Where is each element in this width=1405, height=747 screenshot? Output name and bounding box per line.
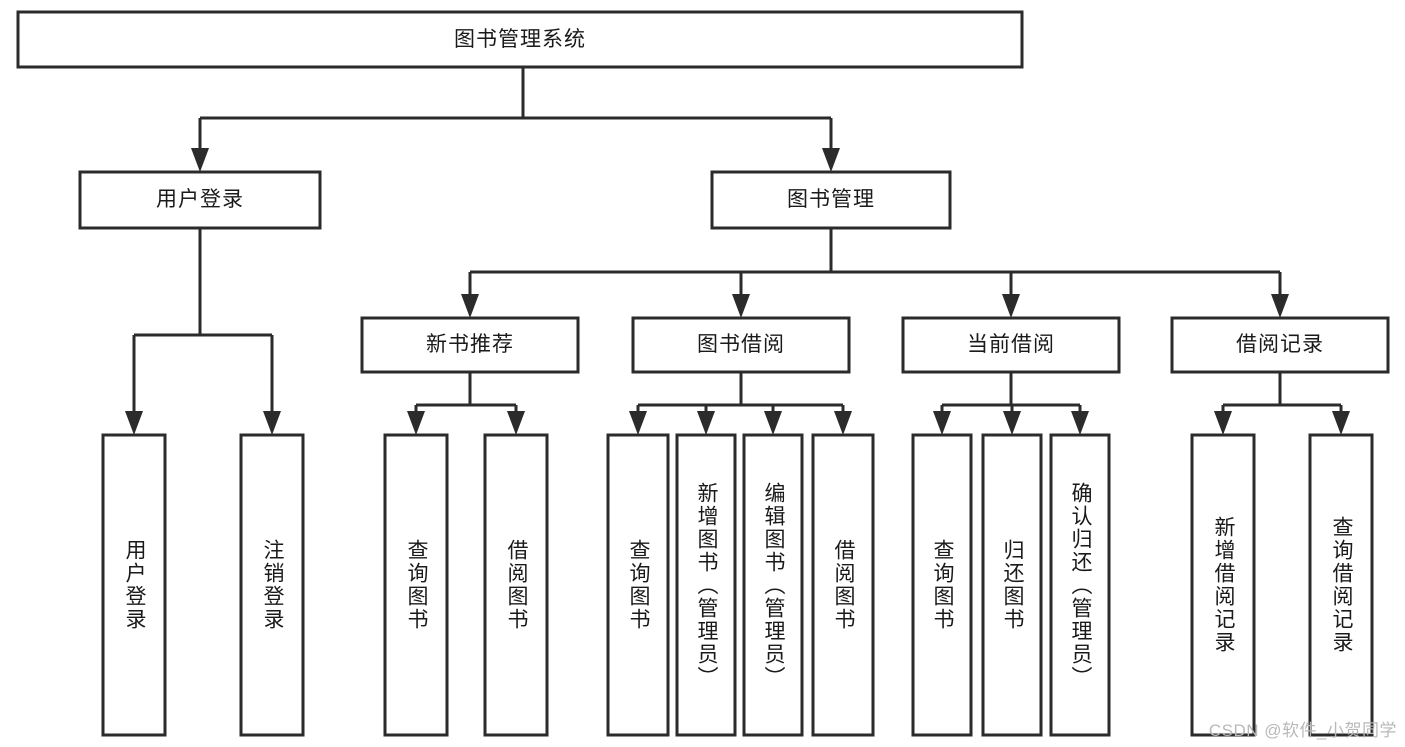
- node-box-leaf-query-borrow-record[interactable]: [1308, 433, 1374, 737]
- arrow-head-icon: [1071, 411, 1089, 435]
- node-leaf-confirm-return-admin[interactable]: [1051, 435, 1109, 735]
- node-leaf-edit-book-admin[interactable]: [744, 435, 802, 735]
- node-box-layer: [16, 10, 1390, 737]
- arrow-head-icon: [1214, 411, 1232, 435]
- node-leaf-user-login[interactable]: [103, 435, 165, 735]
- connector-layer: [125, 67, 1350, 435]
- node-box-leaf-query-book-recommend[interactable]: [383, 433, 449, 737]
- node-borrow-record[interactable]: [1172, 318, 1388, 372]
- node-box-user-login[interactable]: [78, 170, 322, 230]
- node-box-current-borrow[interactable]: [901, 316, 1121, 374]
- node-box-leaf-add-book-admin[interactable]: [675, 433, 737, 737]
- node-box-leaf-query-book-current[interactable]: [911, 433, 973, 737]
- node-leaf-query-book-current[interactable]: [913, 435, 971, 735]
- arrow-head-icon: [933, 411, 951, 435]
- arrow-head-icon: [822, 148, 840, 172]
- node-book-manage[interactable]: [712, 172, 950, 228]
- node-leaf-borrow-book-recommend[interactable]: [485, 435, 547, 735]
- node-leaf-borrow-book[interactable]: [813, 435, 873, 735]
- node-leaf-logout-login[interactable]: [241, 435, 303, 735]
- node-box-leaf-user-login[interactable]: [101, 433, 167, 737]
- node-box-new-book-recommend[interactable]: [360, 316, 580, 374]
- node-box-leaf-confirm-return-admin[interactable]: [1049, 433, 1111, 737]
- node-box-leaf-logout-login[interactable]: [239, 433, 305, 737]
- node-new-book-recommend[interactable]: [362, 318, 578, 372]
- node-box-book-borrow[interactable]: [631, 316, 851, 374]
- csdn-watermark: CSDN @软件_小贺同学: [1208, 721, 1397, 740]
- node-user-login[interactable]: [80, 172, 320, 228]
- arrow-head-icon: [834, 411, 852, 435]
- node-box-root[interactable]: [16, 10, 1024, 69]
- node-box-leaf-return-book[interactable]: [981, 433, 1043, 737]
- arrow-head-icon: [263, 411, 281, 435]
- node-leaf-query-borrow-record[interactable]: [1310, 435, 1372, 735]
- node-box-book-manage[interactable]: [710, 170, 952, 230]
- node-box-leaf-add-borrow-record[interactable]: [1190, 433, 1256, 737]
- node-leaf-add-borrow-record[interactable]: [1192, 435, 1254, 735]
- arrow-head-icon: [407, 411, 425, 435]
- arrow-head-icon: [1332, 411, 1350, 435]
- arrow-head-icon: [697, 411, 715, 435]
- node-current-borrow[interactable]: [903, 318, 1119, 372]
- node-leaf-query-book-borrow[interactable]: [608, 435, 668, 735]
- node-book-borrow[interactable]: [633, 318, 849, 372]
- arrow-head-icon: [461, 294, 479, 318]
- node-leaf-add-book-admin[interactable]: [677, 435, 735, 735]
- arrow-head-icon: [732, 294, 750, 318]
- arrow-head-icon: [125, 411, 143, 435]
- node-box-leaf-query-book-borrow[interactable]: [606, 433, 670, 737]
- node-leaf-query-book-recommend[interactable]: [385, 435, 447, 735]
- node-box-leaf-borrow-book-recommend[interactable]: [483, 433, 549, 737]
- node-leaf-return-book[interactable]: [983, 435, 1041, 735]
- arrow-head-icon: [1003, 411, 1021, 435]
- arrow-head-icon: [191, 148, 209, 172]
- arrow-head-icon: [1271, 294, 1289, 318]
- node-box-leaf-borrow-book[interactable]: [811, 433, 875, 737]
- arrow-head-icon: [629, 411, 647, 435]
- arrow-head-icon: [1002, 294, 1020, 318]
- arrow-head-icon: [507, 411, 525, 435]
- node-box-borrow-record[interactable]: [1170, 316, 1390, 374]
- node-box-leaf-edit-book-admin[interactable]: [742, 433, 804, 737]
- node-root[interactable]: [18, 12, 1022, 67]
- arrow-head-icon: [764, 411, 782, 435]
